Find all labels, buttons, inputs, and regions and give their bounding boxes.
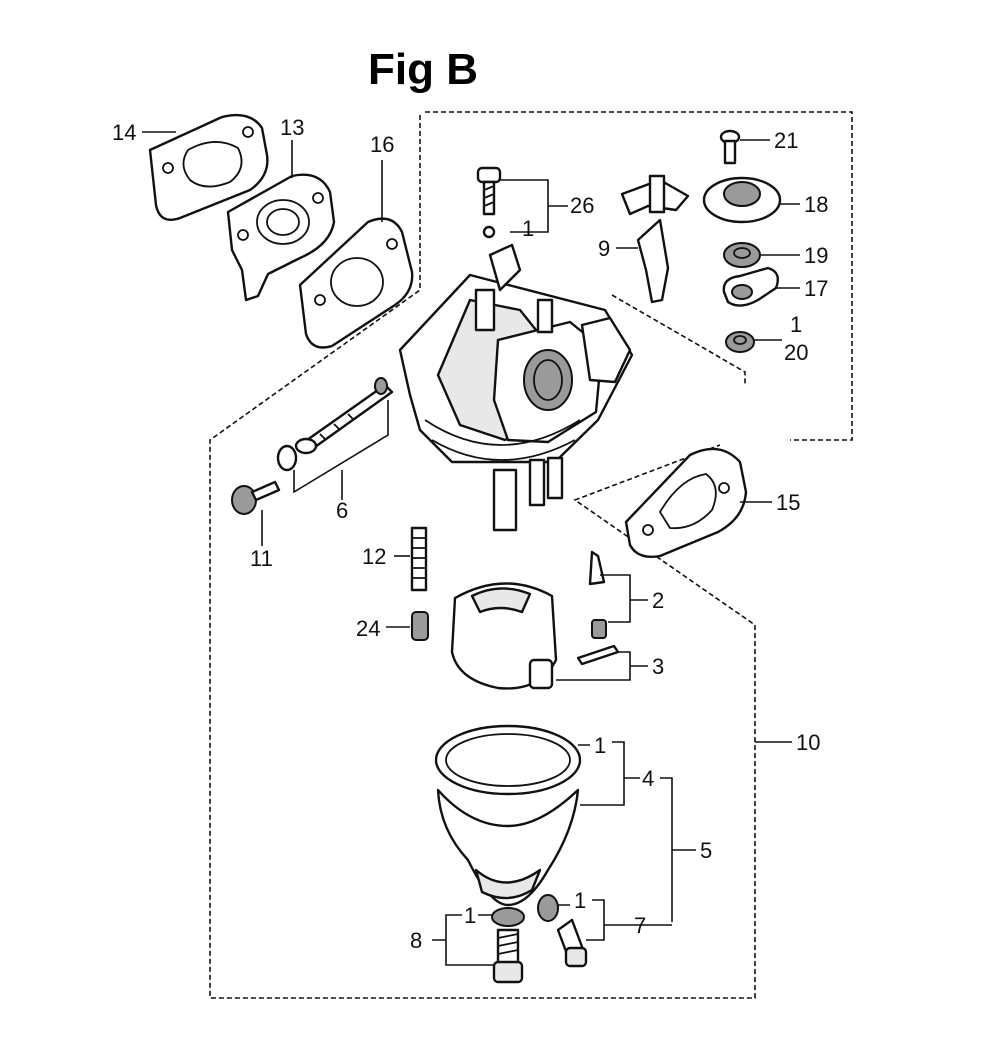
callout-21: 21 [774,128,798,153]
callout-4: 4 [642,766,654,791]
callout-1-c: 1 [594,733,606,758]
collar-19 [723,242,761,268]
float-valve-2 [588,550,607,639]
pilot-screw-6 [294,377,394,455]
callout-3: 3 [652,654,664,679]
main-jet-12 [410,526,428,592]
gasket-14 [148,113,269,222]
callout-16: 16 [370,132,394,157]
lever-17 [722,266,779,307]
callout-1-e: 1 [464,903,476,928]
spring-6 [276,444,298,472]
callout-19: 19 [804,243,828,268]
callout-6: 6 [336,498,348,523]
gasket-16 [298,217,414,349]
choke-shaft-9 [620,174,690,304]
float-chamber-4 [434,724,582,907]
callout-20: 20 [784,340,808,365]
screw-26 [476,166,502,239]
screw-11 [231,480,281,515]
callout-1-d: 1 [574,888,586,913]
float [450,582,558,690]
callout-13: 13 [280,115,304,140]
callout-5: 5 [700,838,712,863]
gasket-15 [624,447,748,559]
callout-11: 11 [250,546,273,571]
callout-26: 26 [570,193,594,218]
callout-24: 24 [356,616,380,641]
callout-2: 2 [652,588,664,613]
callout-18: 18 [804,192,828,217]
screw-21 [719,129,741,165]
callout-14: 14 [112,120,136,145]
bolt-8 [492,928,524,984]
callout-1-a: 1 [522,216,534,241]
callout-1-b: 1 [790,312,802,337]
callout-labels: 14 13 16 26 1 9 21 18 19 17 1 20 15 6 11… [112,115,828,953]
assembly-boundary-outline [209,111,853,999]
nozzle-24 [411,611,429,641]
callout-12: 12 [362,544,386,569]
washer-7 [537,894,559,922]
carburetor-body [398,243,634,532]
callout-9: 9 [598,236,610,261]
callout-17: 17 [804,276,828,301]
gasket-8-washer [491,907,525,927]
drain-screw-7 [556,918,588,968]
callout-15: 15 [776,490,800,515]
insulator-13 [226,173,336,302]
plate-18 [702,176,782,224]
callout-8: 8 [410,928,422,953]
leader-lines [142,131,800,966]
float-pin-3 [576,644,620,666]
callout-7: 7 [634,913,646,938]
figure-title: Fig B [368,45,478,94]
seal-20 [725,331,755,353]
callout-10: 10 [796,730,820,755]
